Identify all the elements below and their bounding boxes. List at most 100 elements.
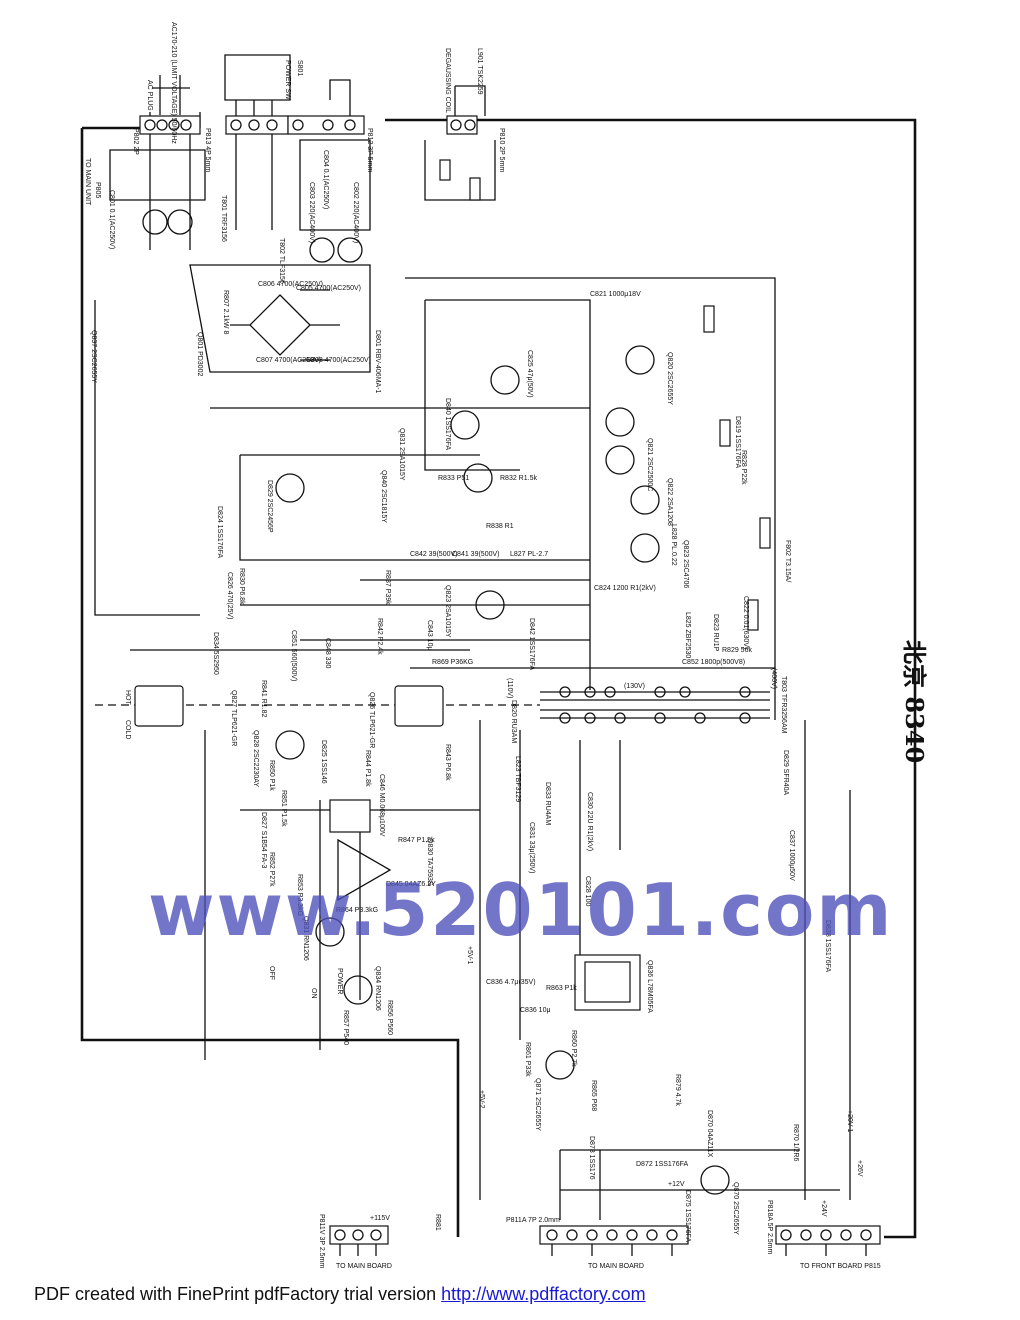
label-c824: C824 1200 R1(2kV) (594, 585, 656, 592)
label-r869: R869 P36KG (432, 659, 473, 666)
label-d829: D829 2SC2456P (266, 480, 273, 533)
label-c848: C848 330 (324, 638, 331, 668)
label-d833: D833 RU4AM (544, 782, 551, 825)
label-q820: Q820 2SC2655Y (666, 352, 673, 405)
footer-text: PDF created with FinePrint pdfFactory tr… (34, 1284, 437, 1304)
label-c822: C822 0.01(630V) (742, 596, 749, 649)
label-c830: C830 22U R1(2kV) (586, 792, 593, 851)
pdf-footer: PDF created with FinePrint pdfFactory tr… (34, 1284, 646, 1305)
label-r837: R837 P39k (384, 570, 391, 605)
label-r853: R853 P3.3kG (296, 874, 303, 916)
label-p811v: P811V 3P 2.5mm (318, 1214, 325, 1268)
isolation-line (95, 685, 540, 727)
label-v5-2: +5V-2 (478, 1090, 485, 1109)
label-r807: R807 2.1kW 8 (222, 290, 229, 334)
label-r879: R879 4.7k (674, 1074, 681, 1106)
label-q870: Q870 2SC2655Y (732, 1182, 739, 1235)
label-off: OFF (268, 966, 275, 980)
label-on: ON (310, 988, 317, 999)
schematic-diagram: AC PLUG AC170-210 (LIMIT VOLTAGE) 50/60H… (80, 22, 917, 1270)
bottom-connectors (329, 1225, 881, 1256)
label-p811a: P811A 7P 2.0mm (506, 1217, 560, 1224)
label-d827: D827 S1B54 FA-3 (260, 812, 267, 869)
label-r870: R870 1/2R6 (792, 1124, 799, 1161)
footer-link[interactable]: http://www.pdffactory.com (441, 1284, 646, 1304)
label-c802: C802 220(AC400V) (352, 182, 359, 243)
label-q837: Q837 2SC2655Y (90, 330, 97, 383)
label-r828: R828 P22k (740, 450, 747, 485)
label-v5-1: +5V-1 (466, 946, 473, 965)
label-q827: Q827 TLP621-GR (230, 690, 237, 746)
label-c821: C821 1000μ18V (590, 291, 641, 298)
label-d840: D840 1SS176FA (444, 398, 451, 450)
label-p818a: P818A 5P 2.5mm (766, 1200, 773, 1255)
label-v400: (400V) (770, 668, 777, 689)
label-d820: D820 RU3AM (510, 700, 517, 743)
label-r864: R864 P3.3kG (336, 907, 378, 914)
label-r856: R856 P560 (386, 1000, 393, 1035)
label-d875: D875 1SS176FA (684, 1190, 691, 1242)
label-p812: P812 3P 5mm (366, 128, 373, 172)
label-hot: HOT (124, 690, 131, 706)
label-degauss-coil: DEGAUSSING COIL (444, 48, 451, 113)
label-c826: C826 470(25V) (226, 572, 233, 619)
secondary-section (204, 720, 851, 1220)
label-v12: +12V (668, 1181, 685, 1188)
label-l823: L823 TBF3129 (514, 756, 521, 802)
label-c846: C846 M0.068μ100V (378, 774, 385, 837)
label-d825: D825 1SS146 (320, 740, 327, 784)
label-r865: R865 P68 (590, 1080, 597, 1111)
label-v110: (110V) (506, 678, 513, 699)
label-sw-ref: S801 (296, 60, 303, 76)
label-r863: R863 P1k (546, 985, 577, 992)
label-r830: R830 P6.8k (238, 568, 245, 605)
board-outline (80, 112, 917, 1239)
label-q823b: Q823 2SC4706 (682, 540, 689, 588)
label-to-front-board: TO FRONT BOARD P815 (800, 1263, 881, 1270)
label-d873: D873 1SS176 (588, 1136, 595, 1180)
label-q826: Q826 TLP621-GR (368, 692, 375, 748)
label-r832: R832 R1.5k (500, 475, 537, 482)
label-r847: R847 P1.5k (398, 837, 435, 844)
label-r842: R842 P2.4k (376, 618, 383, 655)
label-d824: D824 1SS176FA (216, 506, 223, 558)
label-q831b: Q831 RN1206 (302, 916, 309, 961)
label-r860: R860 P2.7k (570, 1030, 577, 1067)
label-c804: C804 0.1(AC250V) (322, 150, 329, 209)
switching-transformer (540, 686, 770, 724)
label-t801: T801 TRF3156 (220, 195, 227, 242)
label-degauss-ref: L901 TSK2259 (476, 48, 483, 95)
label-c807: C807 4700(AC250V) (256, 357, 321, 364)
label-d845: D845 04AZ6.2Y (386, 881, 436, 888)
label-d819: D819 1SS176FA (734, 416, 741, 468)
label-r851: R851 P1.5k (280, 790, 287, 827)
label-p813: P813 4P 5mm (204, 128, 211, 172)
label-f802: F802 T3.15A/ (784, 540, 791, 582)
label-q828: Q828 2SC2230AY (252, 730, 259, 787)
label-r833: R833 P51 (438, 475, 469, 482)
label-l827: L827 PL-2.7 (510, 551, 548, 558)
label-q834: Q834 RN1206 (374, 966, 381, 1011)
label-d823: D823 RU1P (712, 614, 719, 652)
label-ac-voltage: AC170-210 (LIMIT VOLTAGE) 50/60Hz (170, 22, 177, 144)
diagram-title: 北京 8340 (900, 640, 929, 764)
label-q821: Q821 2SC2500C (646, 438, 653, 491)
label-d838: D838 1SS176FA (824, 920, 831, 972)
label-v115: +115V (370, 1215, 390, 1222)
label-q801: Q801 PD3002 (196, 332, 203, 376)
label-d801: D801 RBV-406MA-1 (374, 330, 381, 394)
label-c836: C836 4.7μ(35V) (486, 979, 536, 986)
label-t803: T803 TFR3256AM (780, 676, 787, 734)
label-cold: COLD (124, 720, 131, 739)
ac-input-section (139, 54, 486, 135)
label-c836b: C836 10μ (520, 1007, 551, 1014)
label-q830: Q830 TA7593S (426, 838, 433, 886)
label-v24: +24V (820, 1200, 827, 1217)
label-c842: C842 39(500V) (410, 551, 457, 558)
label-t802: T802 TLF3156 (278, 238, 285, 284)
label-v130: (130V) (624, 683, 645, 690)
label-r861: R861 P33k (524, 1042, 531, 1077)
watermark: www.520101.com (148, 868, 894, 952)
label-p802: P802 2P (132, 128, 139, 155)
label-r838: R838 R1 (486, 523, 514, 530)
